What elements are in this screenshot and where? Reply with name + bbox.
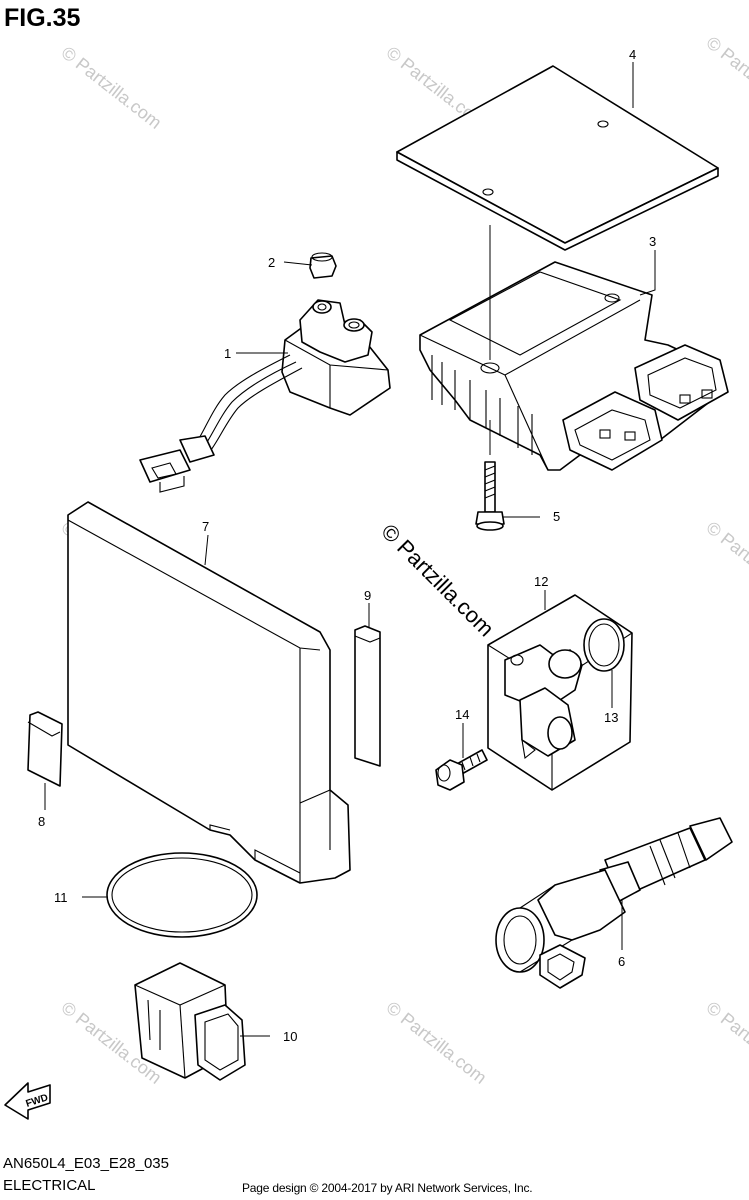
- part-10-relay: [134, 962, 246, 1081]
- part-9-cushion: [354, 625, 381, 767]
- callout-9: 9: [364, 588, 371, 603]
- leader-lines: [44, 62, 656, 1037]
- watermark: © Partzilla.com: [703, 32, 749, 122]
- callout-3: 3: [649, 234, 656, 249]
- part-7-ecm: [67, 501, 351, 884]
- center-watermark: © Partzilla.com: [376, 519, 499, 642]
- model-code: AN650L4_E03_E28_035: [3, 1155, 169, 1172]
- figure-title: FIG.35: [4, 4, 81, 32]
- callout-6: 6: [618, 954, 625, 969]
- callout-7: 7: [202, 519, 209, 534]
- watermark: © Partzilla.com: [58, 42, 166, 132]
- part-3-regulator: [419, 261, 729, 471]
- part-11-band: [106, 852, 258, 938]
- part-13-o-ring: [583, 618, 625, 672]
- callout-13: 13: [604, 710, 618, 725]
- fwd-arrow: FWD: [4, 1082, 51, 1120]
- callout-8: 8: [38, 814, 45, 829]
- watermark: © Partzilla.com: [703, 997, 749, 1087]
- callout-5: 5: [553, 509, 560, 524]
- part-4-cover: [396, 65, 719, 251]
- part-6-coil: [495, 817, 733, 989]
- callout-10: 10: [283, 1029, 297, 1044]
- part-1-relay: [139, 299, 391, 493]
- part-5-bolt: [475, 461, 505, 531]
- callout-labels: 1 2 3 4 5 6 7 8 9 11 10 12 13 14: [38, 47, 656, 1044]
- footer-copyright: Page design © 2004-2017 by ARI Network S…: [242, 1181, 533, 1195]
- callout-2: 2: [268, 255, 275, 270]
- callout-11: 11: [54, 890, 68, 905]
- part-2-bolt: [309, 252, 337, 279]
- section-name: ELECTRICAL: [3, 1177, 96, 1194]
- callout-12: 12: [534, 574, 548, 589]
- part-14-bolt: [435, 749, 488, 791]
- part-8-cushion: [27, 711, 63, 787]
- watermark: © Partzilla.com: [383, 997, 491, 1087]
- callout-1: 1: [224, 346, 231, 361]
- callout-4: 4: [629, 47, 636, 62]
- watermark: © Partzilla.com: [703, 517, 749, 607]
- callout-14: 14: [455, 707, 469, 722]
